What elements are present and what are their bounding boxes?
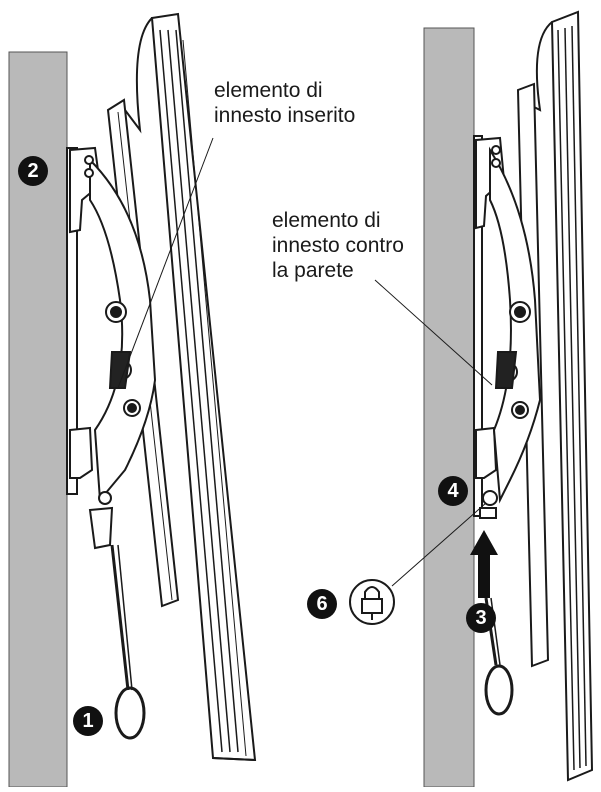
left-wall-mount xyxy=(66,146,157,550)
left-tv-panel xyxy=(124,12,257,762)
left-pull-cord xyxy=(110,544,146,740)
step-badge-2: 2 xyxy=(18,156,48,186)
right-callout-line-3: la parete xyxy=(272,259,354,282)
right-wall-mount xyxy=(473,135,542,519)
right-wall xyxy=(423,27,475,788)
left-callout-leader xyxy=(117,137,214,389)
right-tv-panel xyxy=(519,10,594,782)
left-callout-label: elemento di innesto inserito xyxy=(214,78,355,128)
padlock-icon xyxy=(349,579,395,625)
lock-leader xyxy=(391,502,487,587)
up-arrow-icon xyxy=(470,530,498,598)
right-callout-leader xyxy=(374,279,493,386)
right-callout-line-2: innesto contro xyxy=(272,234,404,257)
step-badge-4: 4 xyxy=(438,476,468,506)
step-badge-6: 6 xyxy=(307,589,337,619)
right-callout-label: elemento di innesto contro la parete xyxy=(272,208,404,283)
left-callout-line-2: innesto inserito xyxy=(214,104,356,127)
left-callout-line-1: elemento di xyxy=(214,79,323,102)
right-callout-line-1: elemento di xyxy=(272,209,381,232)
step-badge-3: 3 xyxy=(466,603,496,633)
step-badge-1: 1 xyxy=(73,706,103,736)
